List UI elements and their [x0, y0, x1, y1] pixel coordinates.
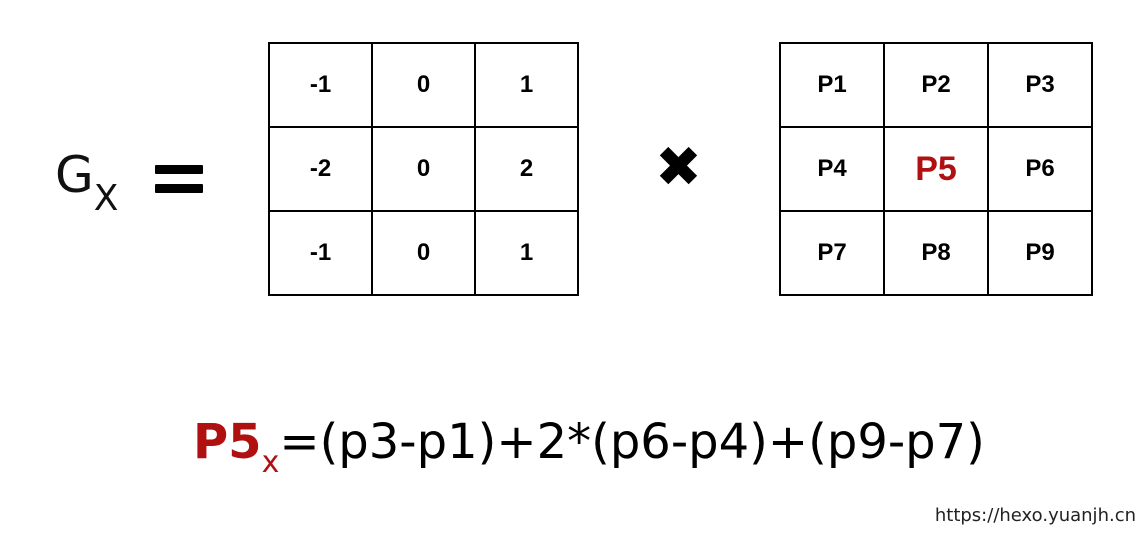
formula-lhs: P5: [193, 414, 262, 470]
pixel-cell: P2: [883, 42, 989, 128]
pixel-neighborhood-matrix: P1 P2 P3 P4 P5 P6 P7 P8 P9: [779, 42, 1093, 296]
kernel-cell: 0: [371, 210, 476, 296]
kernel-cell: 0: [371, 126, 476, 212]
pixel-cell: P7: [779, 210, 885, 296]
pixel-cell: P1: [779, 42, 885, 128]
formula-lhs-subscript: x: [261, 445, 280, 480]
watermark-url: https://hexo.yuanjh.cn: [934, 505, 1136, 526]
pixel-cell: P3: [987, 42, 1093, 128]
kernel-cell: 1: [474, 210, 579, 296]
pixel-cell: P6: [987, 126, 1093, 212]
gradient-formula: P5x=(p3-p1)+2*(p6-p4)+(p9-p7): [193, 418, 985, 478]
pixel-cell-center: P5: [883, 126, 989, 212]
kernel-cell: 2: [474, 126, 579, 212]
pixel-cell: P9: [987, 210, 1093, 296]
multiply-icon: ✖: [655, 135, 702, 200]
sobel-kernel-matrix: -1 0 1 -2 0 2 -1 0 1: [268, 42, 579, 296]
gx-label: GX: [55, 150, 118, 217]
kernel-cell: -1: [268, 42, 373, 128]
kernel-cell: -2: [268, 126, 373, 212]
equals-sign: [155, 165, 203, 193]
kernel-cell: -1: [268, 210, 373, 296]
gx-main: G: [55, 146, 94, 204]
pixel-cell: P8: [883, 210, 989, 296]
formula-rhs: =(p3-p1)+2*(p6-p4)+(p9-p7): [279, 414, 985, 470]
kernel-cell: 1: [474, 42, 579, 128]
gx-subscript: X: [93, 178, 119, 219]
pixel-cell: P4: [779, 126, 885, 212]
kernel-cell: 0: [371, 42, 476, 128]
